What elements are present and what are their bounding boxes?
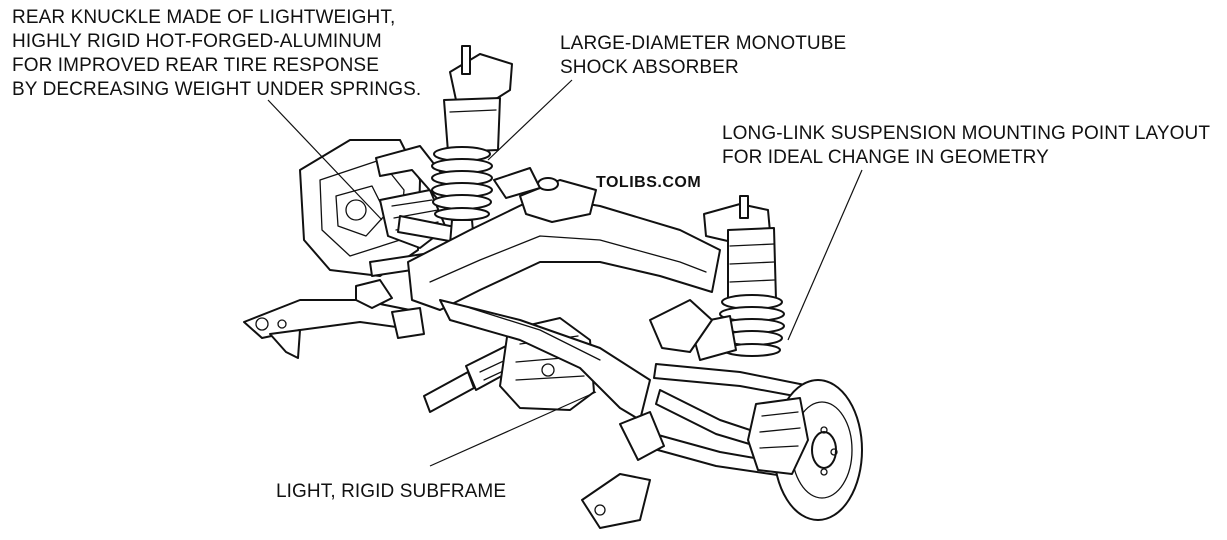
leader-lines bbox=[267, 79, 863, 467]
right-lower-bracket bbox=[581, 411, 665, 529]
left-lower-arm bbox=[243, 299, 421, 359]
knuckle-callout-line: HIGHLY RIGID HOT-FORGED-ALUMINUM bbox=[12, 31, 382, 52]
shock-leader bbox=[487, 79, 573, 161]
watermark: TOLIBS.COM bbox=[596, 174, 702, 191]
link-leader bbox=[787, 169, 863, 341]
link-callout: LONG-LINK SUSPENSION MOUNTING POINT LAYO… bbox=[722, 122, 1210, 170]
knuckle-callout-line: BY DECREASING WEIGHT UNDER SPRINGS. bbox=[12, 79, 422, 100]
subframe-callout: LIGHT, RIGID SUBFRAME bbox=[276, 480, 506, 504]
subframe-callout-line: LIGHT, RIGID SUBFRAME bbox=[276, 481, 507, 502]
shock-callout-line: SHOCK ABSORBER bbox=[560, 57, 739, 78]
knuckle-leader bbox=[267, 99, 383, 221]
shock-callout: LARGE-DIAMETER MONOTUBE SHOCK ABSORBER bbox=[560, 32, 846, 80]
left-shock-absorber bbox=[431, 45, 513, 245]
knuckle-callout-line: FOR IMPROVED REAR TIRE RESPONSE bbox=[12, 55, 379, 76]
right-shock-absorber bbox=[703, 195, 785, 357]
left-coil-spring bbox=[431, 146, 493, 221]
knuckle-callout: REAR KNUCKLE MADE OF LIGHTWEIGHT, HIGHLY… bbox=[12, 6, 421, 102]
link-callout-line: FOR IDEAL CHANGE IN GEOMETRY bbox=[722, 147, 1049, 168]
shock-callout-line: LARGE-DIAMETER MONOTUBE bbox=[560, 33, 847, 54]
knuckle-callout-line: REAR KNUCKLE MADE OF LIGHTWEIGHT, bbox=[12, 7, 396, 28]
right-coil-spring bbox=[719, 294, 785, 357]
right-brake-disc bbox=[747, 379, 863, 521]
link-callout-line: LONG-LINK SUSPENSION MOUNTING POINT LAYO… bbox=[722, 123, 1211, 144]
subframe-leader bbox=[429, 391, 597, 467]
subframe bbox=[355, 167, 721, 421]
